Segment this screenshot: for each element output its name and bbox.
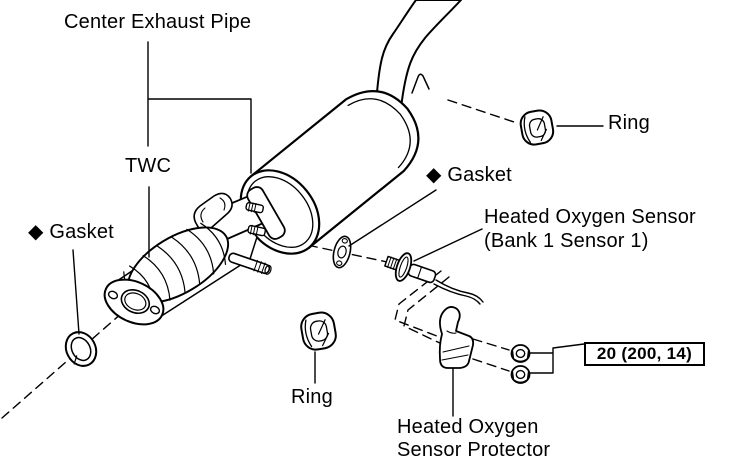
flange-stud-upper: [245, 201, 265, 214]
leader-center-exhaust-pipe: [147, 41, 252, 174]
label-sensor-protector-line1: Heated Oxygen: [397, 416, 539, 438]
label-heated-oxygen-sensor-line1: Heated Oxygen Sensor: [484, 206, 696, 228]
label-ring-right: Ring: [608, 112, 650, 134]
leader-gasket-left: [72, 249, 80, 335]
twc-drawing: [103, 186, 286, 326]
nut-drawings: [510, 344, 531, 384]
flange-gasket-drawing: [332, 235, 352, 269]
label-sensor-protector-line2: Sensor Protector: [397, 439, 551, 461]
oxygen-sensor-drawing: [384, 252, 484, 305]
label-heated-oxygen-sensor-line2: (Bank 1 Sensor 1): [484, 230, 649, 252]
twc-outlet-flange: [246, 186, 286, 240]
label-center-exhaust-pipe: Center Exhaust Pipe: [64, 11, 252, 33]
twc-long-stud: [228, 252, 272, 275]
label-ring-bottom: Ring: [291, 386, 333, 408]
ring-bottom-drawing: [300, 311, 337, 351]
sensor-wire: [433, 279, 484, 305]
gasket-left-drawing: [64, 331, 98, 367]
torque-spec-box: 20 (200, 14): [584, 342, 705, 366]
flange-stud-lower: [247, 224, 267, 237]
ring-right-drawing: [519, 109, 555, 146]
nut-upper: [510, 344, 531, 363]
twc-inlet-flange: [103, 278, 165, 326]
label-gasket-center: ◆ Gasket: [426, 164, 512, 186]
tailpipe-drawing: [375, 0, 462, 109]
label-heated-oxygen-sensor: Heated Oxygen Sensor (Bank 1 Sensor 1): [484, 205, 696, 253]
leader-torque-spec: [528, 343, 585, 374]
label-gasket-left: ◆ Gasket: [28, 221, 114, 243]
protector-drawing: [438, 306, 475, 369]
label-twc: TWC: [125, 155, 172, 177]
torque-spec-value: 20 (200, 14): [596, 344, 693, 363]
leader-gasket-center: [348, 189, 437, 247]
leader-lines: [72, 41, 604, 417]
leader-o2-sensor: [413, 228, 483, 262]
nut-lower: [510, 365, 531, 384]
label-sensor-protector: Heated Oxygen Sensor Protector: [397, 416, 550, 462]
muffler-hanger-tab: [411, 73, 430, 94]
assembly-dashed-lines: [1, 99, 518, 419]
